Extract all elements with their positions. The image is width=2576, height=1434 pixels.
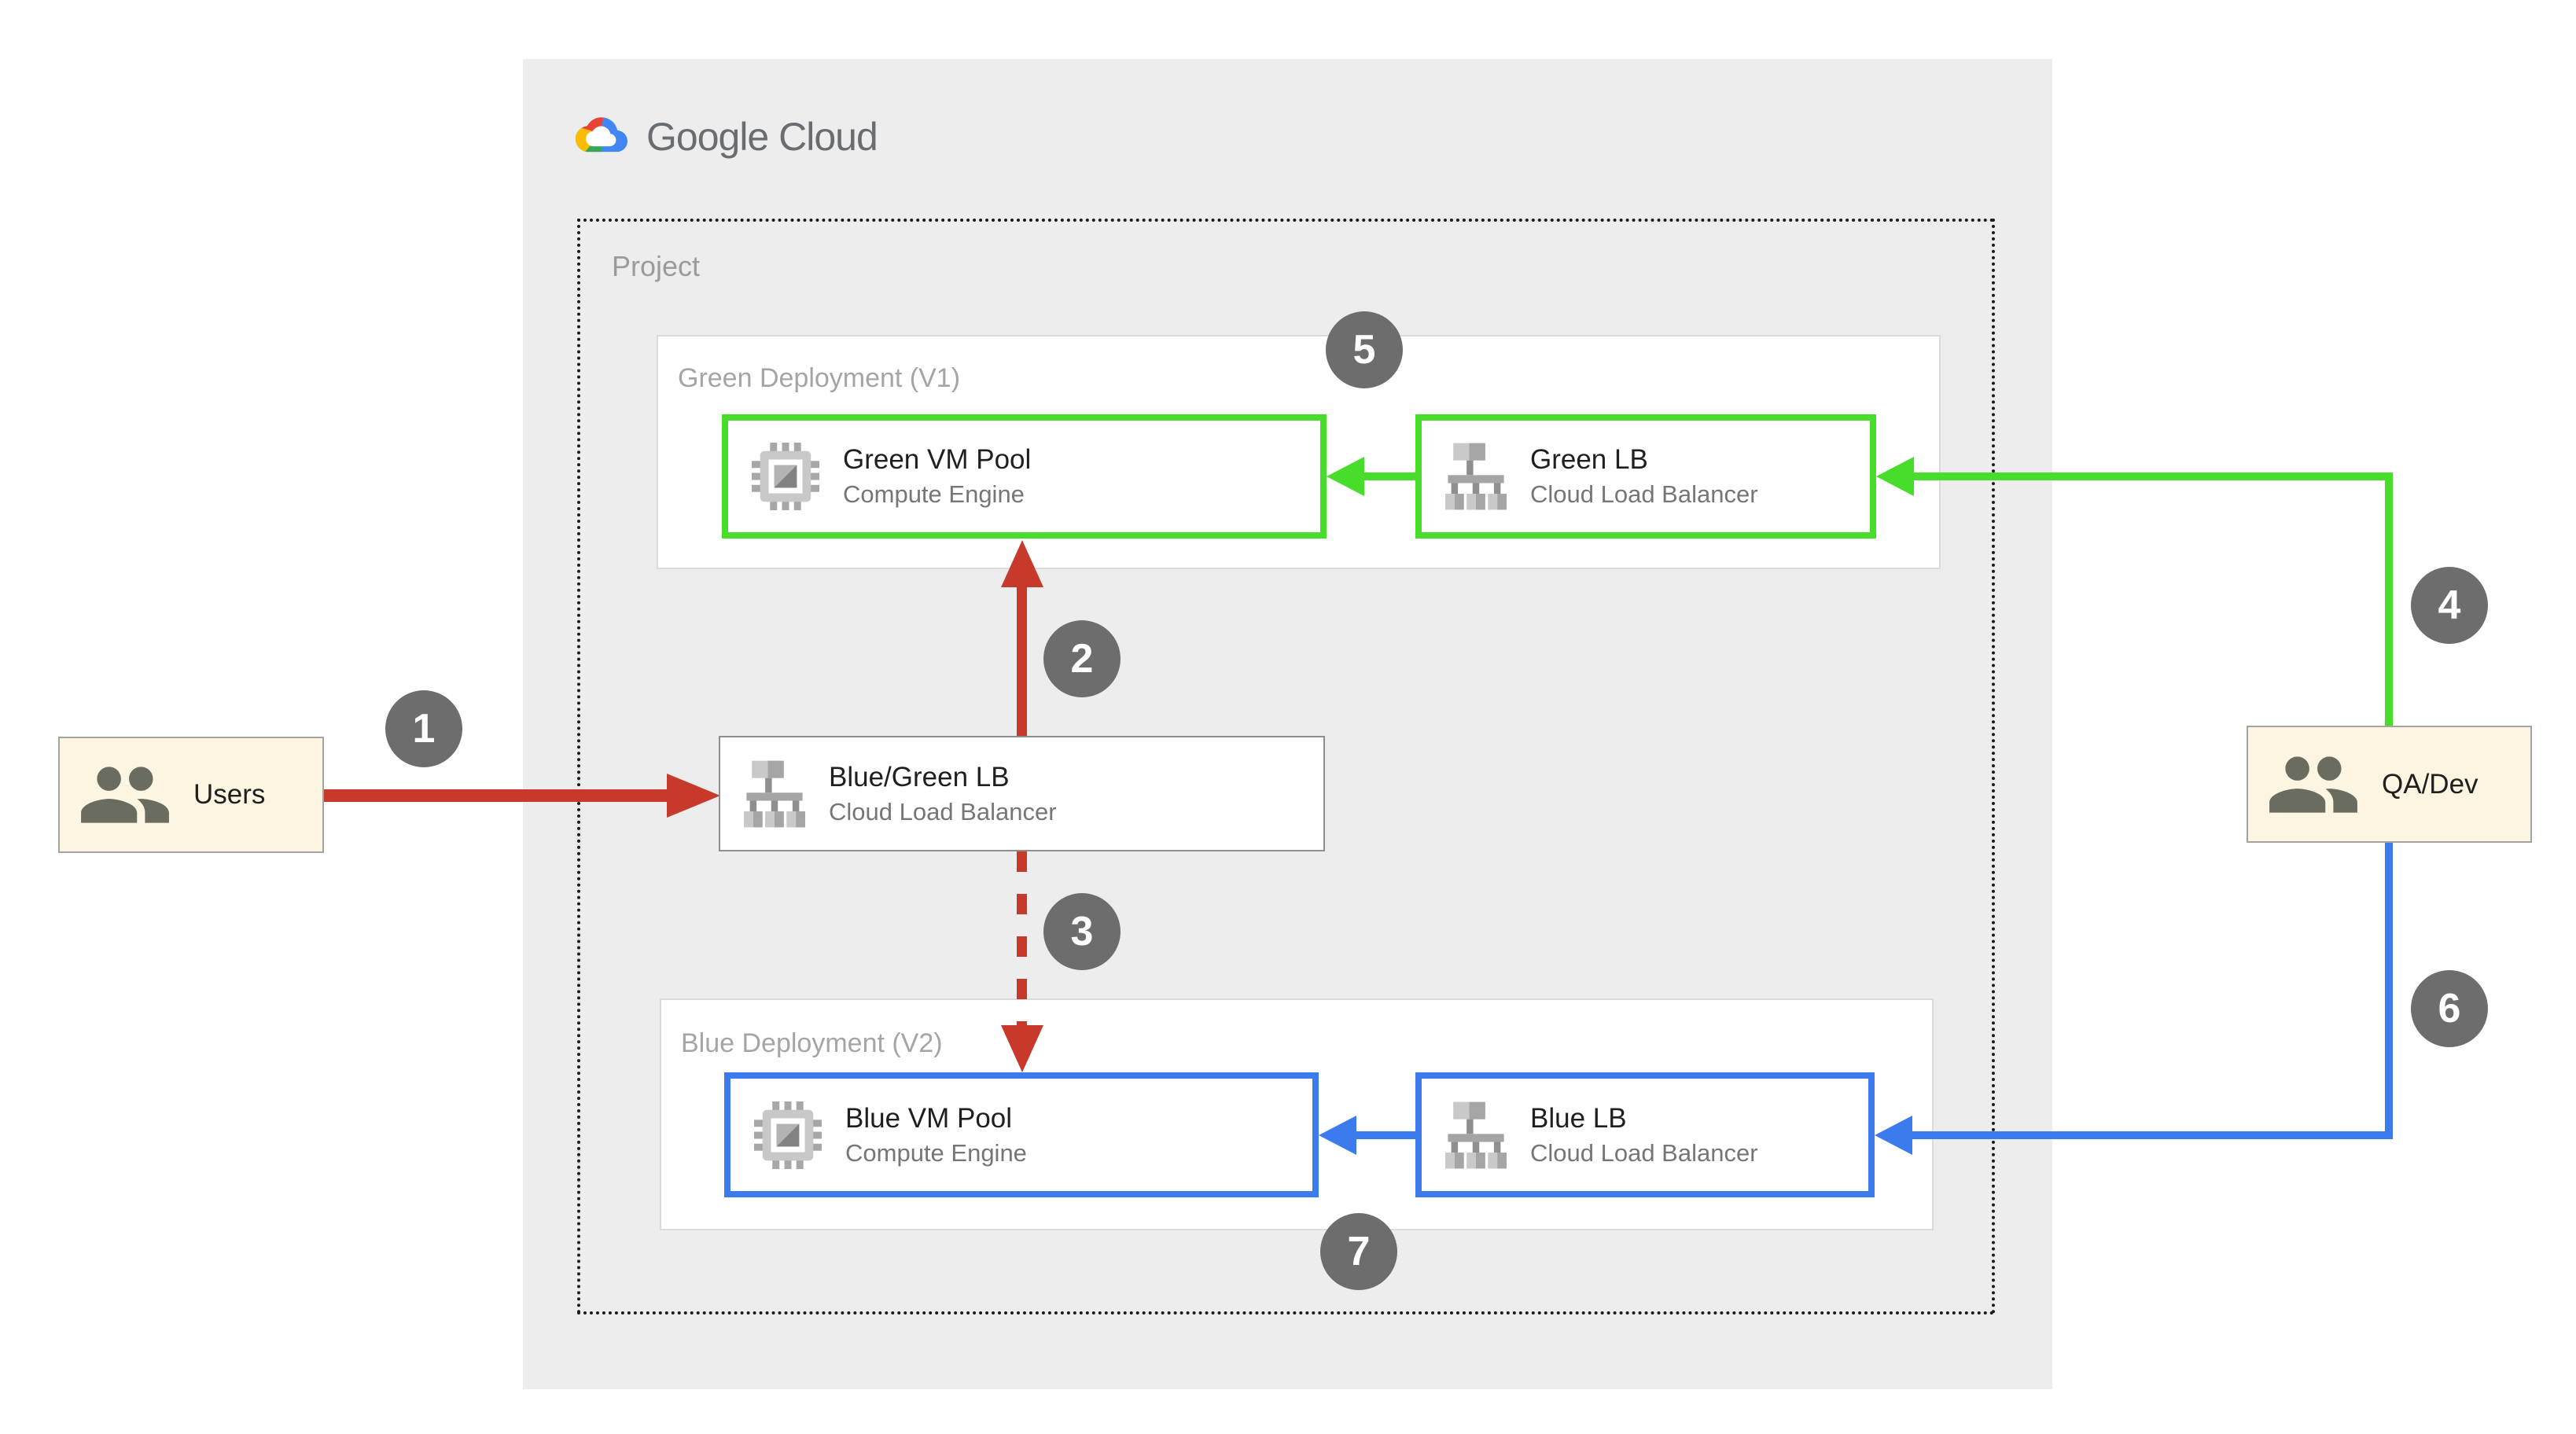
google-cloud-logo: Google Cloud <box>576 111 878 163</box>
step-badge-6: 6 <box>2411 970 2488 1047</box>
step-badge-4: 4 <box>2411 567 2488 644</box>
line-green-lb-to-green-vm <box>1364 472 1415 480</box>
node-title: Green LB <box>1530 444 1648 475</box>
actor-label: QA/Dev <box>2382 768 2478 800</box>
line-qadev-up <box>2385 472 2393 726</box>
node-text: Green LB Cloud Load Balancer <box>1530 444 1758 509</box>
compute-engine-icon <box>752 443 819 510</box>
project-label: Project <box>612 250 701 282</box>
actor-label: Users <box>193 779 266 810</box>
arrowhead-qadev-to-blue-lb <box>1875 1116 1912 1155</box>
arrowhead-green-lb-to-green-vm <box>1327 457 1364 496</box>
node-text: Blue/Green LB Cloud Load Balancer <box>829 762 1057 826</box>
arrowhead-lb-to-blue-vm <box>1001 1025 1043 1072</box>
logo-text: Google Cloud <box>646 115 878 159</box>
node-subtitle: Compute Engine <box>843 480 1025 508</box>
compute-engine-icon <box>754 1101 822 1169</box>
project-boundary <box>577 219 1995 1314</box>
users-actor: Users <box>58 737 324 853</box>
step-badge-3: 3 <box>1043 893 1121 970</box>
blue-vm-pool-node: Blue VM Pool Compute Engine <box>724 1072 1319 1197</box>
step-badge-7: 7 <box>1320 1213 1397 1290</box>
users-icon <box>2265 737 2361 833</box>
node-subtitle: Compute Engine <box>845 1138 1027 1167</box>
node-subtitle: Cloud Load Balancer <box>1530 480 1758 508</box>
arrow-lb-to-green-vm <box>1017 583 1027 736</box>
load-balancer-icon <box>1445 1101 1507 1169</box>
green-deployment-label: Green Deployment (V1) <box>678 363 961 393</box>
arrowhead-lb-to-green-vm <box>1001 540 1043 587</box>
line-qadev-down <box>2385 843 2393 1139</box>
qadev-actor: QA/Dev <box>2247 726 2532 843</box>
blue-deployment-label: Blue Deployment (V2) <box>681 1028 943 1058</box>
step-badge-2: 2 <box>1043 620 1121 697</box>
blue-lb-node: Blue LB Cloud Load Balancer <box>1415 1072 1875 1197</box>
node-title: Blue/Green LB <box>829 761 1010 792</box>
node-title: Green VM Pool <box>843 444 1032 475</box>
bluegreen-lb-node: Blue/Green LB Cloud Load Balancer <box>719 736 1325 851</box>
step-badge-1: 1 <box>385 690 462 767</box>
arrowhead-qadev-to-green-lb <box>1876 457 1914 496</box>
line-qadev-to-blue-lb <box>1912 1131 2393 1139</box>
users-icon <box>77 747 173 843</box>
node-text: Blue VM Pool Compute Engine <box>845 1103 1027 1167</box>
node-text: Blue LB Cloud Load Balancer <box>1530 1103 1758 1167</box>
load-balancer-icon <box>1445 443 1507 510</box>
green-lb-node: Green LB Cloud Load Balancer <box>1415 414 1876 539</box>
node-text: Green VM Pool Compute Engine <box>843 444 1031 509</box>
arrow-users-to-bluegreen-lb <box>324 789 667 802</box>
line-blue-lb-to-blue-vm <box>1356 1131 1415 1139</box>
node-subtitle: Cloud Load Balancer <box>1530 1138 1758 1167</box>
node-title: Blue LB <box>1530 1102 1627 1134</box>
node-subtitle: Cloud Load Balancer <box>829 797 1057 825</box>
arrowhead-users-to-bluegreen-lb <box>667 774 720 818</box>
node-title: Blue VM Pool <box>845 1102 1013 1134</box>
google-cloud-logo-icon <box>576 112 627 161</box>
arrowhead-blue-lb-to-blue-vm <box>1319 1116 1356 1155</box>
arrow-lb-to-blue-vm-dashed <box>1017 851 1027 1028</box>
green-vm-pool-node: Green VM Pool Compute Engine <box>722 414 1327 539</box>
line-qadev-to-green-lb <box>1914 472 2393 480</box>
load-balancer-icon <box>744 760 805 828</box>
step-badge-5: 5 <box>1326 311 1403 388</box>
